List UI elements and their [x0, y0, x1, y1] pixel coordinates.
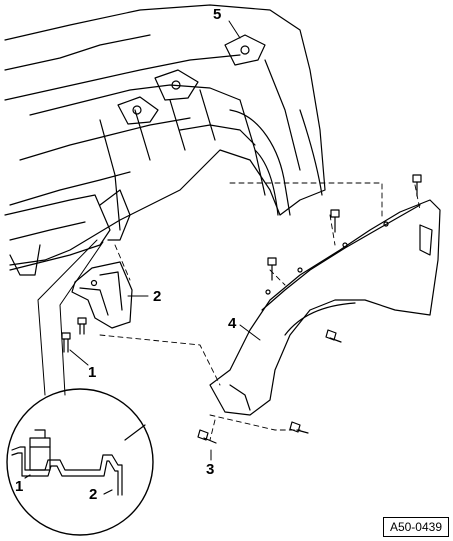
detail-inset [6, 388, 154, 536]
callout-5: 5 [213, 6, 222, 23]
assembly-lines [99, 182, 421, 441]
bolts-item-1 [61, 317, 87, 353]
detail-callout-2: 2 [89, 486, 98, 503]
leader-lines [37, 20, 261, 461]
callout-4: 4 [228, 315, 237, 332]
callout-2: 2 [153, 288, 162, 305]
body-structure [4, 4, 326, 276]
callout-1: 1 [88, 364, 97, 381]
callout-3: 3 [206, 461, 215, 478]
fender-bolts [197, 174, 422, 444]
reference-code: A50-0439 [382, 517, 449, 537]
detail-callout-1: 1 [15, 478, 24, 495]
fender-panel [209, 199, 441, 416]
mounting-bracket [71, 261, 133, 329]
